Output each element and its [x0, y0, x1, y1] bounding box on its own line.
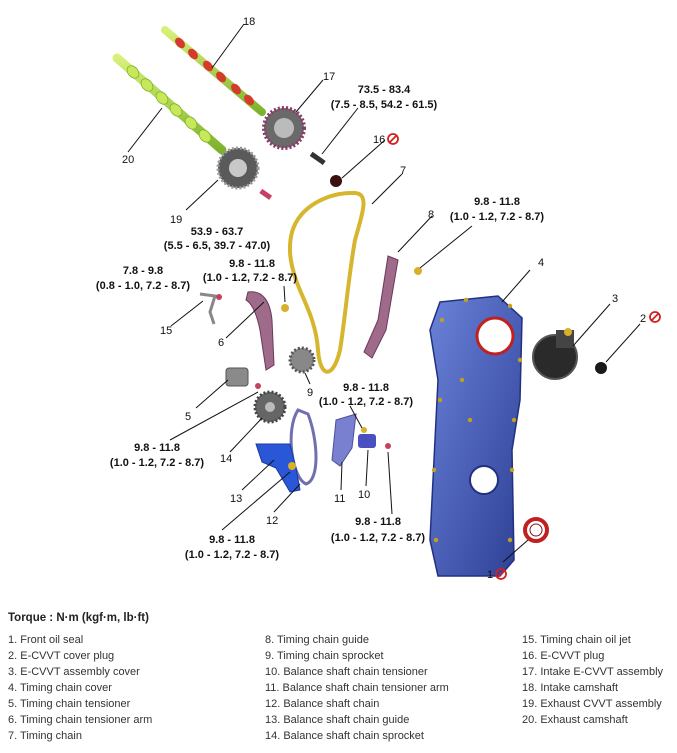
torque-8-line1: 9.8 - 11.8 — [474, 196, 520, 208]
callout-9: 9 — [307, 387, 313, 399]
legend-item: 11. Balance shaft chain tensioner arm — [265, 682, 449, 694]
exhaust-camshaft — [112, 53, 227, 155]
balance-shaft-chain-guide — [255, 443, 301, 493]
no-reuse-icon — [387, 133, 399, 145]
legend-item: 5. Timing chain tensioner — [8, 698, 131, 710]
intake-camshaft — [161, 26, 266, 116]
guide-bolt — [414, 267, 422, 275]
callout-18: 18 — [243, 16, 255, 28]
torque-specs: 73.5 - 83.4 (7.5 - 8.5, 54.2 - 61.5) 53.… — [96, 84, 544, 561]
no-reuse-icon — [649, 311, 661, 323]
legend-item: 3. E-CVVT assembly cover — [8, 666, 140, 678]
exhaust-cvvt-assembly — [216, 146, 260, 190]
timing-chain-oil-jet — [199, 292, 217, 325]
torque-10-line1: 9.8 - 11.8 — [355, 516, 401, 528]
legend-item: 6. Timing chain tensioner arm — [8, 714, 153, 726]
callout-6: 6 — [218, 337, 224, 349]
legend-item: 14. Balance shaft chain sprocket — [265, 730, 424, 742]
intake-e-cvvt-assembly — [262, 106, 306, 150]
callout-8: 8 — [428, 209, 434, 221]
balance-shaft-chain — [289, 408, 318, 486]
legend-column-3: 15. Timing chain oil jet 16. E-CVVT plug… — [522, 632, 673, 744]
torque-15-line1: 7.8 - 9.8 — [123, 265, 163, 277]
torque-6-line2: (1.0 - 1.2, 7.2 - 8.7) — [203, 272, 297, 284]
legend-item: 17. Intake E-CVVT assembly — [522, 666, 664, 678]
legend-item: 1. Front oil seal — [8, 634, 84, 646]
callout-16: 16 — [373, 134, 385, 146]
torque-19-line1: 53.9 - 63.7 — [191, 226, 244, 238]
callout-labels: 18 17 20 19 16 7 8 4 3 2 15 6 9 5 14 13 … — [122, 16, 646, 581]
torque-12-line1: 9.8 - 11.8 — [209, 534, 255, 546]
cvvt-bolts — [259, 151, 326, 200]
callout-4: 4 — [538, 257, 544, 269]
callout-13: 13 — [230, 493, 242, 505]
callout-20: 20 — [122, 154, 134, 166]
callout-17: 17 — [323, 71, 335, 83]
callout-11: 11 — [334, 493, 345, 505]
parts-legend: Torque : N·m (kgf·m, lb·ft) 1. Front oil… — [8, 612, 673, 744]
callout-7: 7 — [400, 165, 406, 177]
torque-17-line2: (7.5 - 8.5, 54.2 - 61.5) — [331, 99, 438, 111]
legend-item: 7. Timing chain — [8, 730, 82, 742]
timing-chain-guide — [363, 255, 399, 359]
legend-item: 12. Balance shaft chain — [265, 698, 380, 710]
torque-8-line2: (1.0 - 1.2, 7.2 - 8.7) — [450, 211, 544, 223]
callout-15: 15 — [160, 325, 172, 337]
callout-2: 2 — [640, 313, 646, 325]
callout-1: 1 — [487, 569, 493, 581]
legend-item: 4. Timing chain cover — [8, 682, 112, 694]
torque-10-line2: (1.0 - 1.2, 7.2 - 8.7) — [331, 532, 425, 544]
callout-10: 10 — [358, 489, 370, 501]
timing-chain-tensioner — [225, 367, 249, 387]
legend-item: 8. Timing chain guide — [265, 634, 369, 646]
leader-lines — [127, 23, 641, 563]
legend-item: 9. Timing chain sprocket — [265, 650, 384, 662]
callout-14: 14 — [220, 453, 232, 465]
torque-14-line1: 9.8 - 11.8 — [134, 442, 180, 454]
balance-shaft-chain-tensioner — [358, 434, 376, 448]
torque-9-line1: 9.8 - 11.8 — [343, 382, 389, 394]
timing-chain-sprocket — [288, 346, 316, 374]
torque-9-line2: (1.0 - 1.2, 7.2 - 8.7) — [319, 396, 413, 408]
torque-15-line2: (0.8 - 1.0, 7.2 - 8.7) — [96, 280, 190, 292]
torque-unit-header: Torque : N·m (kgf·m, lb·ft) — [8, 612, 149, 624]
legend-item: 15. Timing chain oil jet — [522, 634, 631, 646]
torque-17-line1: 73.5 - 83.4 — [358, 84, 411, 96]
torque-19-line2: (5.5 - 6.5, 39.7 - 47.0) — [164, 240, 271, 252]
torque-12-line2: (1.0 - 1.2, 7.2 - 8.7) — [185, 549, 279, 561]
legend-item: 18. Intake camshaft — [522, 682, 618, 694]
torque-14-line2: (1.0 - 1.2, 7.2 - 8.7) — [110, 457, 204, 469]
front-oil-seal — [523, 517, 549, 543]
legend-item: 10. Balance shaft chain tensioner — [265, 666, 428, 678]
timing-chain-tensioner-arm — [245, 291, 275, 371]
torque-6-line1: 9.8 - 11.8 — [229, 258, 275, 270]
callout-19: 19 — [170, 214, 182, 226]
legend-item: 20. Exhaust camshaft — [522, 714, 628, 726]
e-cvvt-cover-plug — [595, 362, 607, 374]
legend-item: 2. E-CVVT cover plug — [8, 650, 115, 662]
legend-item: 16. E-CVVT plug — [522, 650, 605, 662]
balance-shaft-chain-tensioner-arm — [331, 413, 357, 467]
timing-chain — [287, 190, 366, 374]
callout-3: 3 — [612, 293, 618, 305]
legend-column-1: 1. Front oil seal 2. E-CVVT cover plug 3… — [8, 632, 265, 744]
callout-5: 5 — [185, 411, 191, 423]
legend-column-2: 8. Timing chain guide 9. Timing chain sp… — [265, 632, 522, 744]
exploded-diagram: 18 17 20 19 16 7 8 4 3 2 15 6 9 5 14 13 … — [96, 16, 661, 581]
timing-chain-cover — [429, 295, 523, 577]
e-cvvt-plug — [330, 175, 342, 187]
legend-item: 13. Balance shaft chain guide — [265, 714, 410, 726]
legend-item: 19. Exhaust CVVT assembly — [522, 698, 662, 710]
callout-12: 12 — [266, 515, 278, 527]
